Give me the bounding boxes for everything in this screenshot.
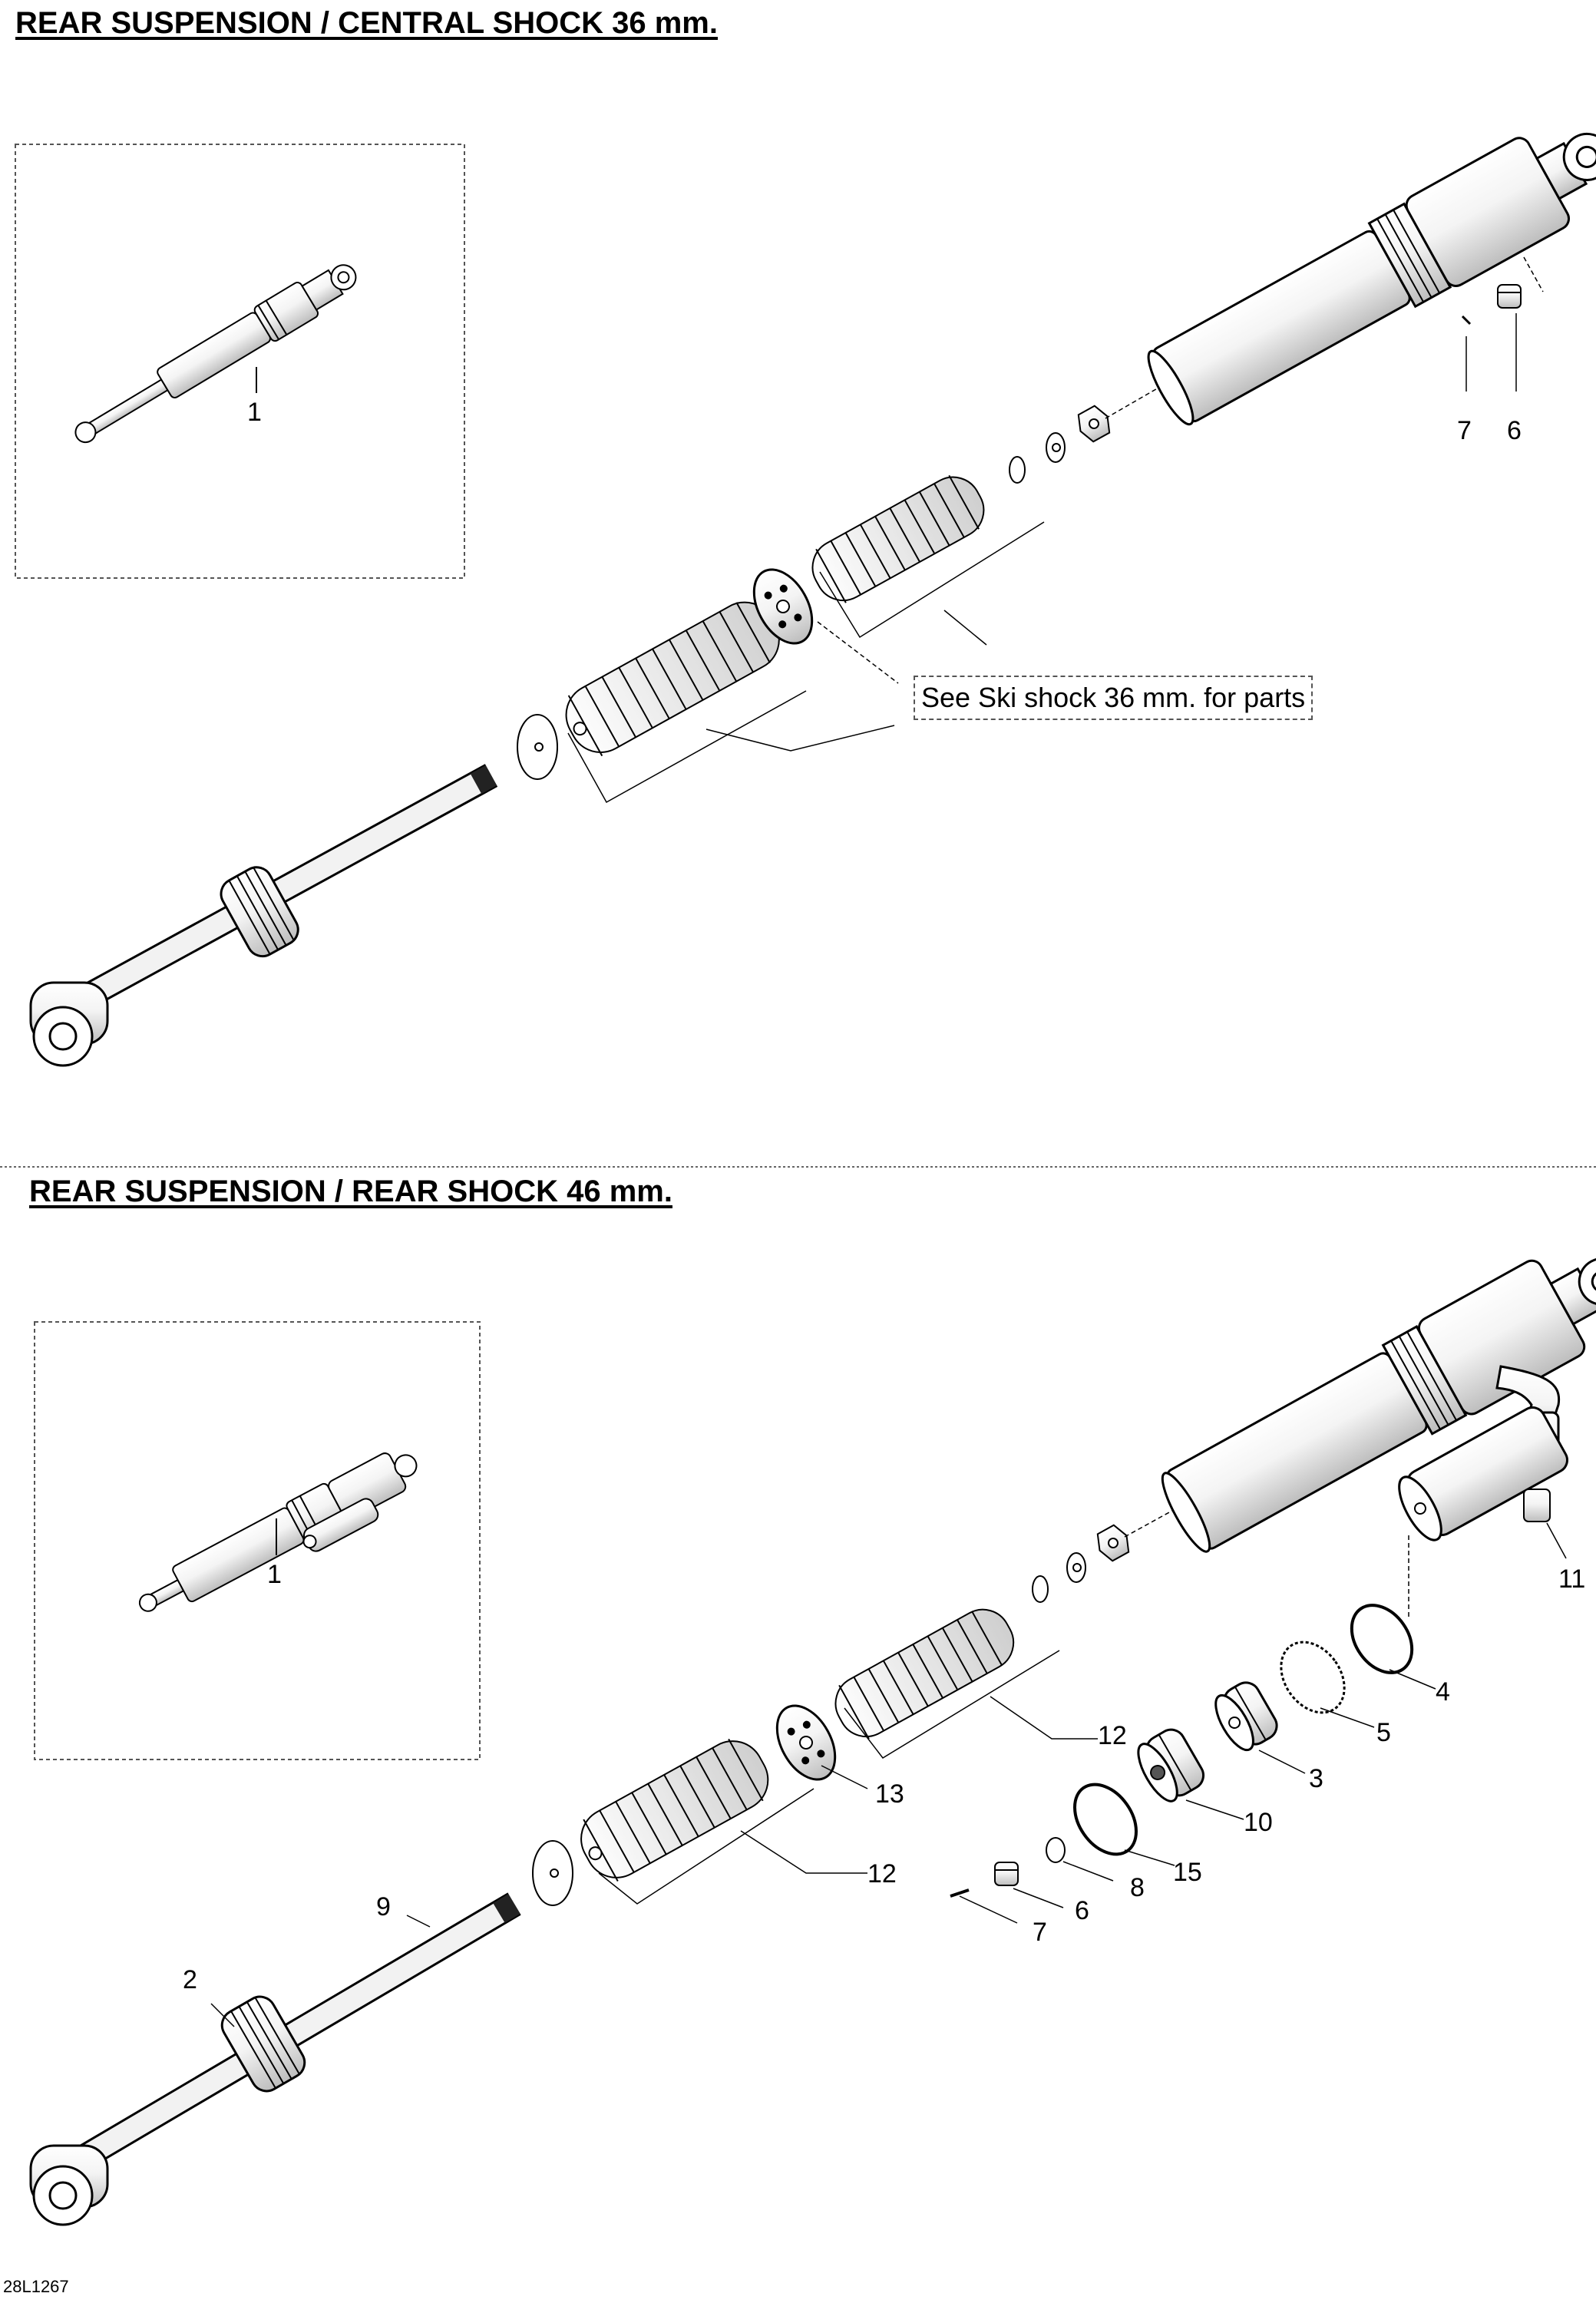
callout-5: 5 (1376, 1718, 1391, 1747)
callout-6-rear: 6 (1075, 1896, 1089, 1925)
valve-cap (1497, 284, 1522, 309)
spring-separator-rear (775, 1704, 837, 1781)
valve-core (1461, 315, 1472, 325)
ball-8 (1046, 1837, 1066, 1863)
see-ski-shock-note: See Ski shock 36 mm. for parts (914, 676, 1313, 720)
seal-housing-rear (220, 1995, 306, 2093)
callout-9: 9 (376, 1892, 391, 1921)
inset-reservoir-rear (302, 1498, 379, 1552)
shock-body-central (1147, 132, 1596, 426)
leader-line (1124, 1849, 1175, 1866)
callout-12-lower: 12 (867, 1859, 897, 1888)
callout-7-rear: 7 (1033, 1918, 1047, 1947)
leader-line (406, 1915, 431, 1928)
callout-12-upper: 12 (1098, 1721, 1127, 1750)
callout-2: 2 (183, 1965, 197, 1994)
callout-7: 7 (1457, 416, 1472, 445)
figure-code: 28L1267 (3, 2277, 69, 2296)
leader-line (1185, 1799, 1244, 1820)
spring-separator-central (752, 568, 814, 645)
piston-rod-central (78, 764, 498, 1009)
valve-cap-6 (994, 1862, 1019, 1886)
callout-1-inset: 1 (247, 398, 262, 427)
callout-13: 13 (875, 1779, 904, 1809)
leader-line (567, 690, 807, 804)
callout-6: 6 (1507, 416, 1522, 445)
ring-5 (1280, 1641, 1346, 1714)
upper-spring-rear (834, 1608, 1015, 1740)
piston-rod-rear (78, 1892, 521, 2169)
piston-10 (1137, 1728, 1205, 1802)
lower-spring-rear (580, 1738, 769, 1882)
lower-spring-central (565, 601, 780, 757)
o-ring-4 (1350, 1604, 1414, 1674)
leader-line (943, 610, 987, 646)
inset-shock-rear (138, 1452, 418, 1612)
leader-line (819, 521, 1045, 639)
nut-central (1077, 405, 1111, 443)
callout-1-inset-rear: 1 (267, 1560, 282, 1589)
bottom-eye-rear (29, 2144, 109, 2226)
shock-body-rear (1161, 1257, 1596, 1553)
washer-small (1032, 1575, 1049, 1603)
o-ring-15 (1073, 1783, 1138, 1856)
callout-3: 3 (1309, 1764, 1323, 1793)
leader-line (817, 621, 899, 684)
reservoir-rear (1398, 1365, 1568, 1541)
section-title-central-shock: REAR SUSPENSION / CENTRAL SHOCK 36 mm. (15, 6, 718, 40)
leader-line (705, 725, 895, 752)
leader-line (1258, 1750, 1306, 1774)
upper-spring-central (811, 474, 985, 603)
seal-housing-central (220, 866, 299, 958)
nut-rear (1096, 1524, 1130, 1562)
leader-line (1389, 1669, 1436, 1690)
washer-small (1009, 456, 1026, 484)
inset-box-rear (34, 1321, 481, 1760)
leader-line (210, 2003, 235, 2027)
leader-line (821, 1765, 868, 1789)
leader-line (740, 1830, 867, 1874)
reservoir-cap-11 (1523, 1489, 1551, 1522)
leader-line (1546, 1522, 1567, 1559)
inset-shock-central (74, 264, 357, 444)
callout-11: 11 (1558, 1565, 1585, 1594)
section-title-rear-shock: REAR SUSPENSION / REAR SHOCK 46 mm. (29, 1175, 672, 1208)
piston-3 (1214, 1681, 1278, 1752)
inset-box-central (15, 144, 465, 579)
callout-15: 15 (1173, 1858, 1202, 1887)
leader-line (844, 1650, 1060, 1759)
leader-line (1013, 1888, 1064, 1908)
leader-line (959, 1895, 1018, 1924)
bottom-eye-central (29, 981, 109, 1067)
callout-10: 10 (1244, 1808, 1273, 1837)
leader-line (1062, 1861, 1114, 1882)
leader-line (990, 1696, 1098, 1740)
callout-8: 8 (1130, 1873, 1145, 1902)
callout-4: 4 (1436, 1677, 1450, 1707)
leader-line (598, 1788, 815, 1905)
leader-line (1320, 1707, 1375, 1728)
valve-core-7 (950, 1888, 970, 1898)
